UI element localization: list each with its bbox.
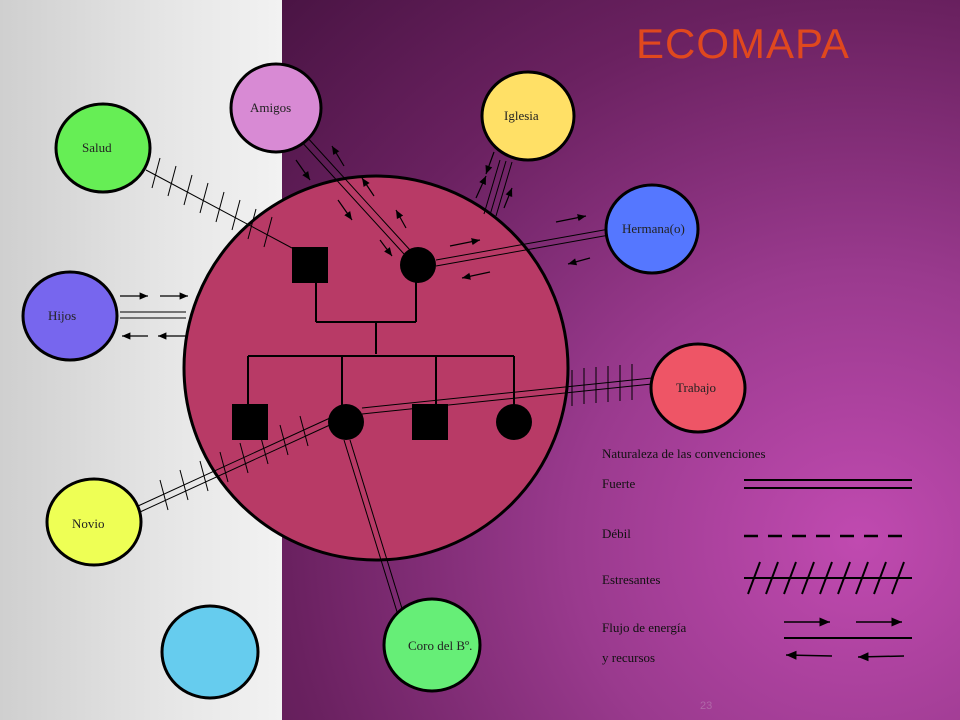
daughter2-symbol [496, 404, 532, 440]
node-hermana: Hermana(o) [604, 183, 700, 275]
mother-symbol [400, 247, 436, 283]
svg-text:Iglesia: Iglesia [504, 108, 539, 123]
legend-flow-label-1: Flujo de energía [602, 620, 687, 635]
legend-samples [744, 479, 912, 662]
svg-text:Hermana(o): Hermana(o) [622, 221, 685, 236]
family-circle [182, 174, 570, 562]
energy-arrows [120, 145, 591, 340]
node-trabajo: Trabajo [649, 342, 747, 434]
svg-text:Hijos: Hijos [48, 308, 76, 323]
page-title: ECOMAPA [636, 20, 850, 67]
son1-symbol [232, 404, 268, 440]
svg-text:Trabajo: Trabajo [676, 380, 716, 395]
legend-stress-label: Estresantes [602, 572, 661, 587]
node-hijos: Hijos [21, 270, 119, 362]
svg-text:Coro del Bº.: Coro del Bº. [408, 638, 472, 653]
stress-ticks [151, 157, 633, 511]
legend-strong-label: Fuerte [602, 476, 636, 491]
daughter-symbol [328, 404, 364, 440]
node-coro: Coro del Bº. [382, 597, 482, 693]
legend-heading: Naturaleza de las convenciones [602, 446, 766, 461]
svg-text:Novio: Novio [72, 516, 105, 531]
page-number: 23 [700, 700, 713, 712]
genogram-lines [247, 280, 515, 406]
node-blank [160, 604, 260, 700]
node-novio: Novio [45, 477, 143, 567]
node-iglesia: Iglesia [480, 70, 576, 162]
node-amigos: Amigos [229, 62, 323, 154]
legend-weak-label: Débil [602, 526, 631, 541]
node-salud: Salud [54, 102, 152, 194]
svg-text:Amigos: Amigos [250, 100, 291, 115]
svg-text:Salud: Salud [82, 140, 112, 155]
father-symbol [292, 247, 328, 283]
legend-flow-label-2: y recursos [602, 650, 656, 665]
son2-symbol [412, 404, 448, 440]
